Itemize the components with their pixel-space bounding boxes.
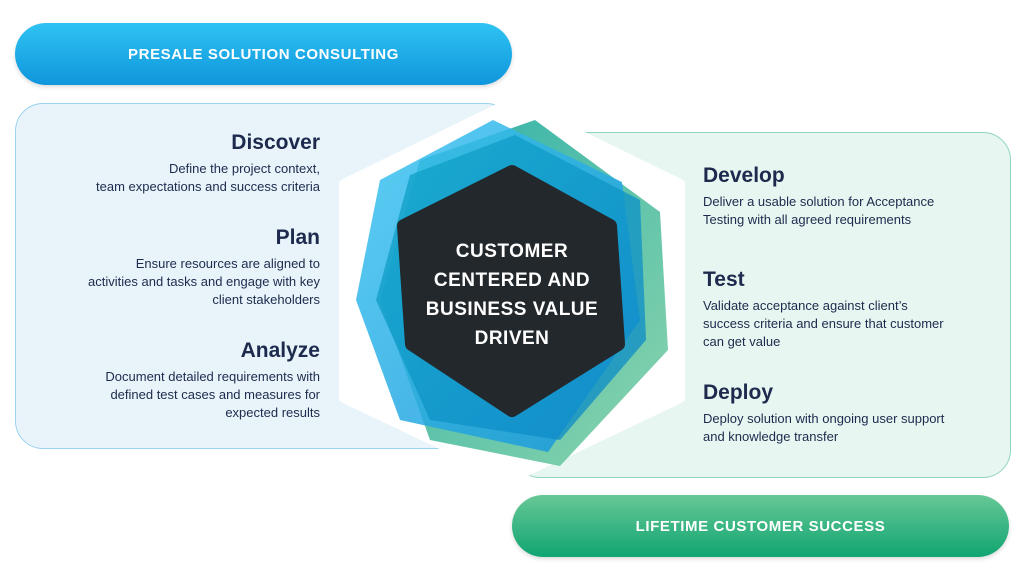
step-title: Develop [703,164,785,187]
step-title: Deploy [703,381,774,404]
desc-line: Ensure resources are aligned to [135,256,320,271]
step-description: Deliver a usable solution for Acceptance… [703,193,1003,229]
desc-line: client stakeholders [212,292,320,307]
desc-line: expected results [225,405,320,420]
desc-line: activities and tasks and engage with key [88,274,320,289]
step-description: Deploy solution with ongoing user suppor… [703,410,1003,446]
step-description: Define the project context, team expecta… [30,160,320,196]
step-deploy: Deploy Deploy solution with ongoing user… [703,380,1003,446]
desc-line: team expectations and success criteria [96,179,320,194]
step-test: Test Validate acceptance against client’… [703,267,1003,351]
desc-line: success criteria and ensure that custome… [703,316,944,331]
step-description: Ensure resources are aligned to activiti… [30,255,320,309]
step-develop: Develop Deliver a usable solution for Ac… [703,163,1003,229]
desc-line: Testing with all agreed requirements [703,212,912,227]
center-statement: CUSTOMER CENTERED AND BUSINESS VALUE DRI… [412,237,612,353]
desc-line: can get value [703,334,781,349]
desc-line: Deliver a usable solution for Acceptance [703,194,935,209]
step-title: Discover [231,131,320,154]
center-line: CENTERED AND [433,270,591,291]
step-description: Validate acceptance against client’s suc… [703,297,1003,351]
desc-line: Define the project context, [168,161,320,176]
center-line: BUSINESS VALUE [425,299,599,320]
desc-line: and knowledge transfer [703,429,839,444]
step-discover: Discover Define the project context, tea… [30,130,320,196]
step-plan: Plan Ensure resources are aligned to act… [30,225,320,309]
center-dark-hexagon [397,165,625,417]
presale-solution-consulting-banner: PRESALE SOLUTION CONSULTING [15,23,512,85]
step-description: Document detailed requirements with defi… [30,368,320,422]
desc-line: Deploy solution with ongoing user suppor… [703,411,945,426]
banner-bottom-label: LIFETIME CUSTOMER SUCCESS [635,517,886,535]
step-analyze: Analyze Document detailed requirements w… [30,338,320,422]
step-title: Test [703,268,745,291]
banner-top-label: PRESALE SOLUTION CONSULTING [128,45,399,63]
desc-line: defined test cases and measures for [110,387,320,402]
center-line: DRIVEN [474,328,550,349]
center-line: CUSTOMER [455,241,569,262]
lifetime-customer-success-banner: LIFETIME CUSTOMER SUCCESS [512,495,1009,557]
desc-line: Validate acceptance against client’s [703,298,908,313]
desc-line: Document detailed requirements with [105,369,320,384]
step-title: Plan [275,226,320,249]
step-title: Analyze [240,339,320,362]
